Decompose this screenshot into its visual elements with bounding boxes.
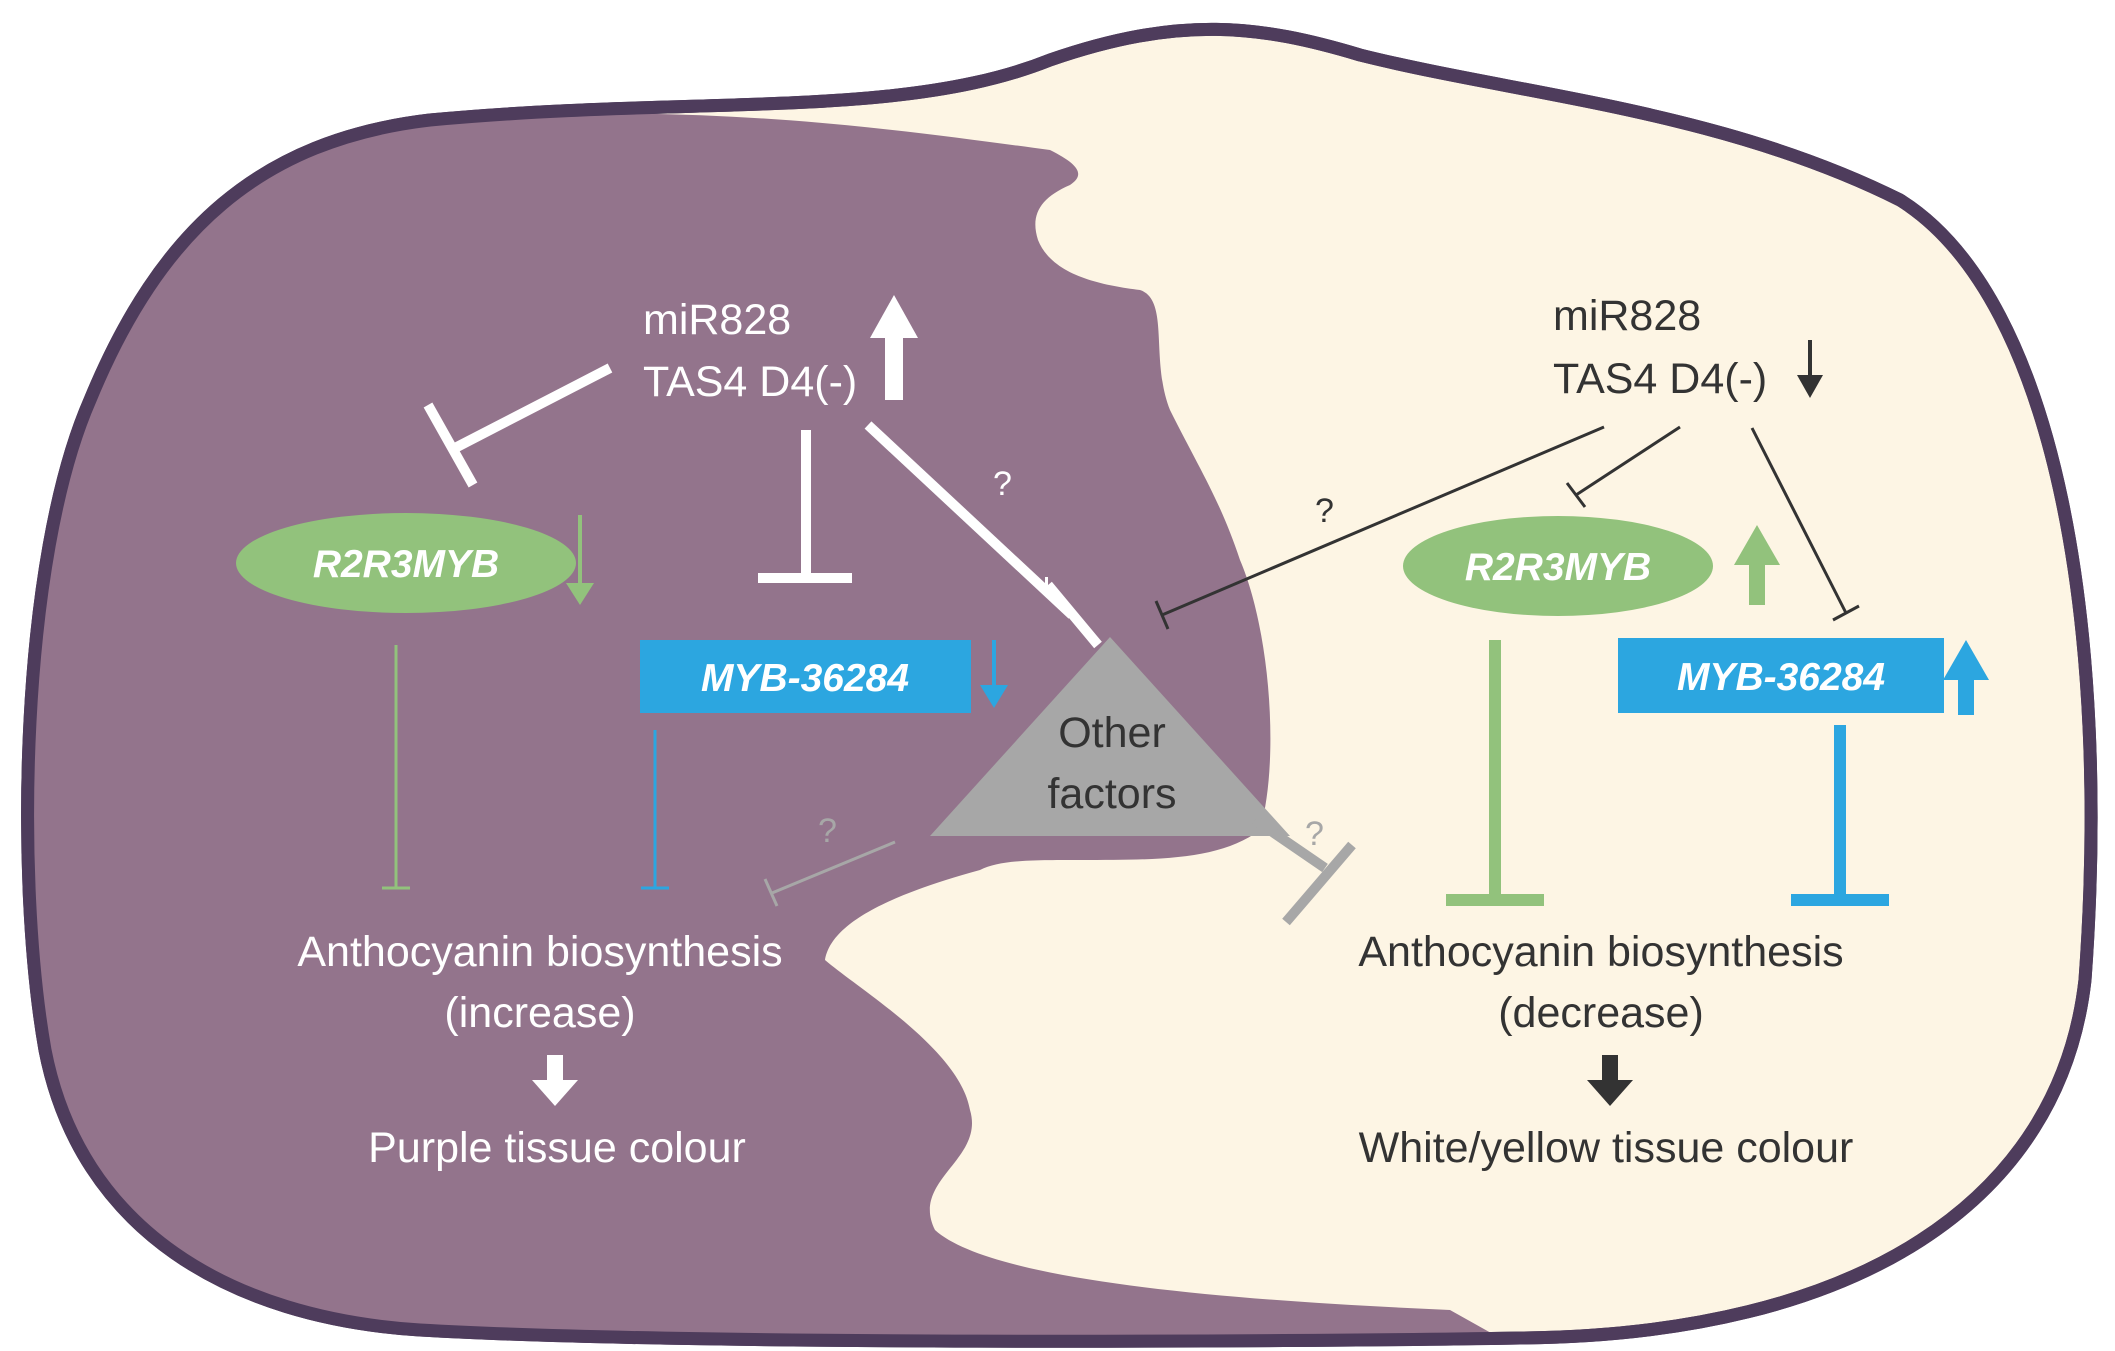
- tissue-border: [21, 22, 2098, 1348]
- purple-tissue-region: [27, 113, 1500, 1342]
- right-anthocyanin-change: (decrease): [1498, 989, 1704, 1037]
- other-factors-triangle: [930, 637, 1290, 836]
- right-r2r3myb-inhibit-anthocyanin: [1446, 640, 1544, 906]
- left-result-down-arrow: [532, 1055, 578, 1106]
- right-myb36284-inhibit-anthocyanin: [1791, 725, 1889, 906]
- left-other-factors-inhibit-anthocyanin: [763, 840, 896, 907]
- other-factors-label-line2: factors: [1047, 770, 1176, 818]
- right-myb36284-up-arrow: [1943, 640, 1989, 715]
- right-mir-down-arrow: [1797, 340, 1823, 398]
- right-other-factors-inhibit-anthocyanin: [1252, 815, 1356, 926]
- left-tas4-label: TAS4 D4(-): [643, 358, 857, 406]
- left-inhibit-mir-to-r2r3myb: [423, 363, 613, 488]
- right-tas4-label: TAS4 D4(-): [1553, 355, 1767, 403]
- right-question-mark: ?: [1315, 492, 1334, 530]
- left-mir828-label: miR828: [643, 296, 791, 344]
- left-r2r3myb-inhibit-anthocyanin: [382, 645, 410, 890]
- right-myb36284-box: [1618, 638, 1944, 713]
- right-inhibit-mir-to-r2r3myb: [1565, 425, 1681, 508]
- left-inhibit-mir-to-other-factors: [864, 421, 1102, 649]
- right-myb36284-label: MYB-36284: [1677, 656, 1885, 699]
- left-myb36284-box: [640, 640, 971, 713]
- right-result-down-arrow: [1587, 1055, 1633, 1106]
- other-factors-label-line1: Other: [1058, 709, 1166, 757]
- left-anthocyanin-label: Anthocyanin biosynthesis: [297, 928, 782, 976]
- left-myb36284-down-arrow: [980, 640, 1008, 708]
- right-question-mark-other-factors: ?: [1305, 815, 1324, 853]
- right-inhibit-mir-to-myb36284: [1750, 427, 1860, 622]
- right-mir828-label: miR828: [1553, 292, 1701, 340]
- right-r2r3myb-label: R2R3MYB: [1465, 546, 1651, 589]
- left-question-mark-lower: ?: [818, 812, 837, 850]
- right-inhibit-mir-to-other-factors: [1154, 425, 1605, 630]
- left-mir-up-arrow: [870, 295, 918, 400]
- left-r2r3myb-ellipse: [236, 513, 576, 613]
- right-anthocyanin-label: Anthocyanin biosynthesis: [1358, 928, 1843, 976]
- left-tissue-colour-label: Purple tissue colour: [368, 1124, 746, 1172]
- left-myb36284-inhibit-anthocyanin: [641, 730, 669, 890]
- right-r2r3myb-ellipse: [1403, 516, 1713, 616]
- right-tissue-colour-label: White/yellow tissue colour: [1359, 1124, 1854, 1172]
- left-myb36284-label: MYB-36284: [701, 657, 909, 700]
- left-r2r3myb-label: R2R3MYB: [313, 543, 499, 586]
- left-question-mark-upper: ?: [993, 465, 1012, 503]
- left-r2r3myb-down-arrow: [566, 515, 594, 605]
- left-anthocyanin-change: (increase): [444, 989, 635, 1037]
- right-r2r3myb-up-arrow: [1734, 525, 1780, 605]
- left-inhibit-mir-to-myb36284: [758, 430, 852, 583]
